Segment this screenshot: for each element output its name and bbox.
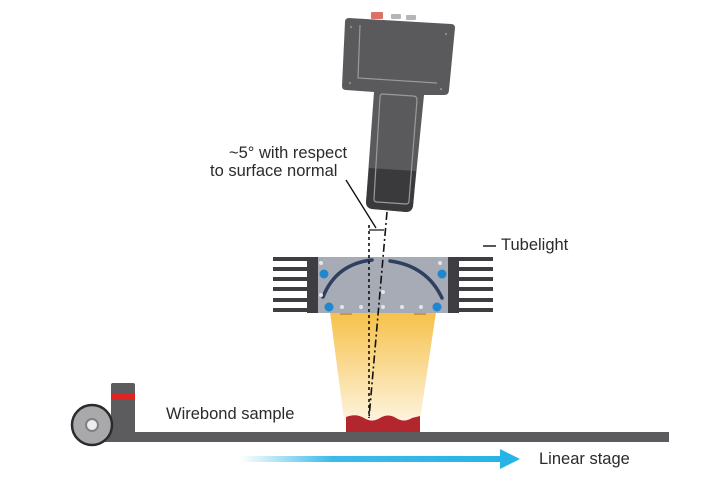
light-beam — [330, 312, 436, 420]
led-blue — [319, 269, 329, 279]
arrow-head-icon — [500, 449, 520, 469]
linear-stage — [70, 383, 669, 447]
stage-wheel-hub — [85, 418, 99, 432]
device-handle-outline — [373, 93, 418, 205]
handheld-device — [342, 12, 455, 212]
led-white-row — [319, 261, 442, 309]
tubelight — [273, 257, 493, 315]
angle-leader-line — [345, 179, 377, 229]
stage-post — [111, 383, 135, 442]
stage-rail — [92, 432, 669, 442]
beam-axis-line — [368, 211, 388, 419]
tubelight-arc-right — [388, 259, 444, 300]
device-screen-outline — [357, 24, 438, 84]
angle-label-line1: ~5° with respect — [229, 144, 348, 162]
wirebond-sample — [346, 415, 420, 432]
heatsink-left — [273, 257, 318, 313]
tubelight-arc-left — [321, 258, 374, 299]
motion-arrow — [240, 449, 520, 469]
angle-label-line2: to surface normal — [210, 162, 338, 180]
tubelight-label: Tubelight — [501, 236, 569, 254]
led-blue — [324, 302, 334, 312]
led-blue — [432, 302, 442, 312]
stage-red-band — [111, 393, 135, 399]
device-button-red — [371, 12, 383, 19]
wirebond-sample-label: Wirebond sample — [166, 405, 295, 423]
heatsink-right — [448, 257, 493, 313]
device-head — [342, 18, 455, 212]
device-handle-dark — [366, 168, 416, 212]
led-blue — [437, 269, 447, 279]
device-button-gray-2 — [406, 15, 416, 20]
linear-stage-label: Linear stage — [539, 450, 630, 468]
device-button-gray-1 — [391, 14, 401, 19]
